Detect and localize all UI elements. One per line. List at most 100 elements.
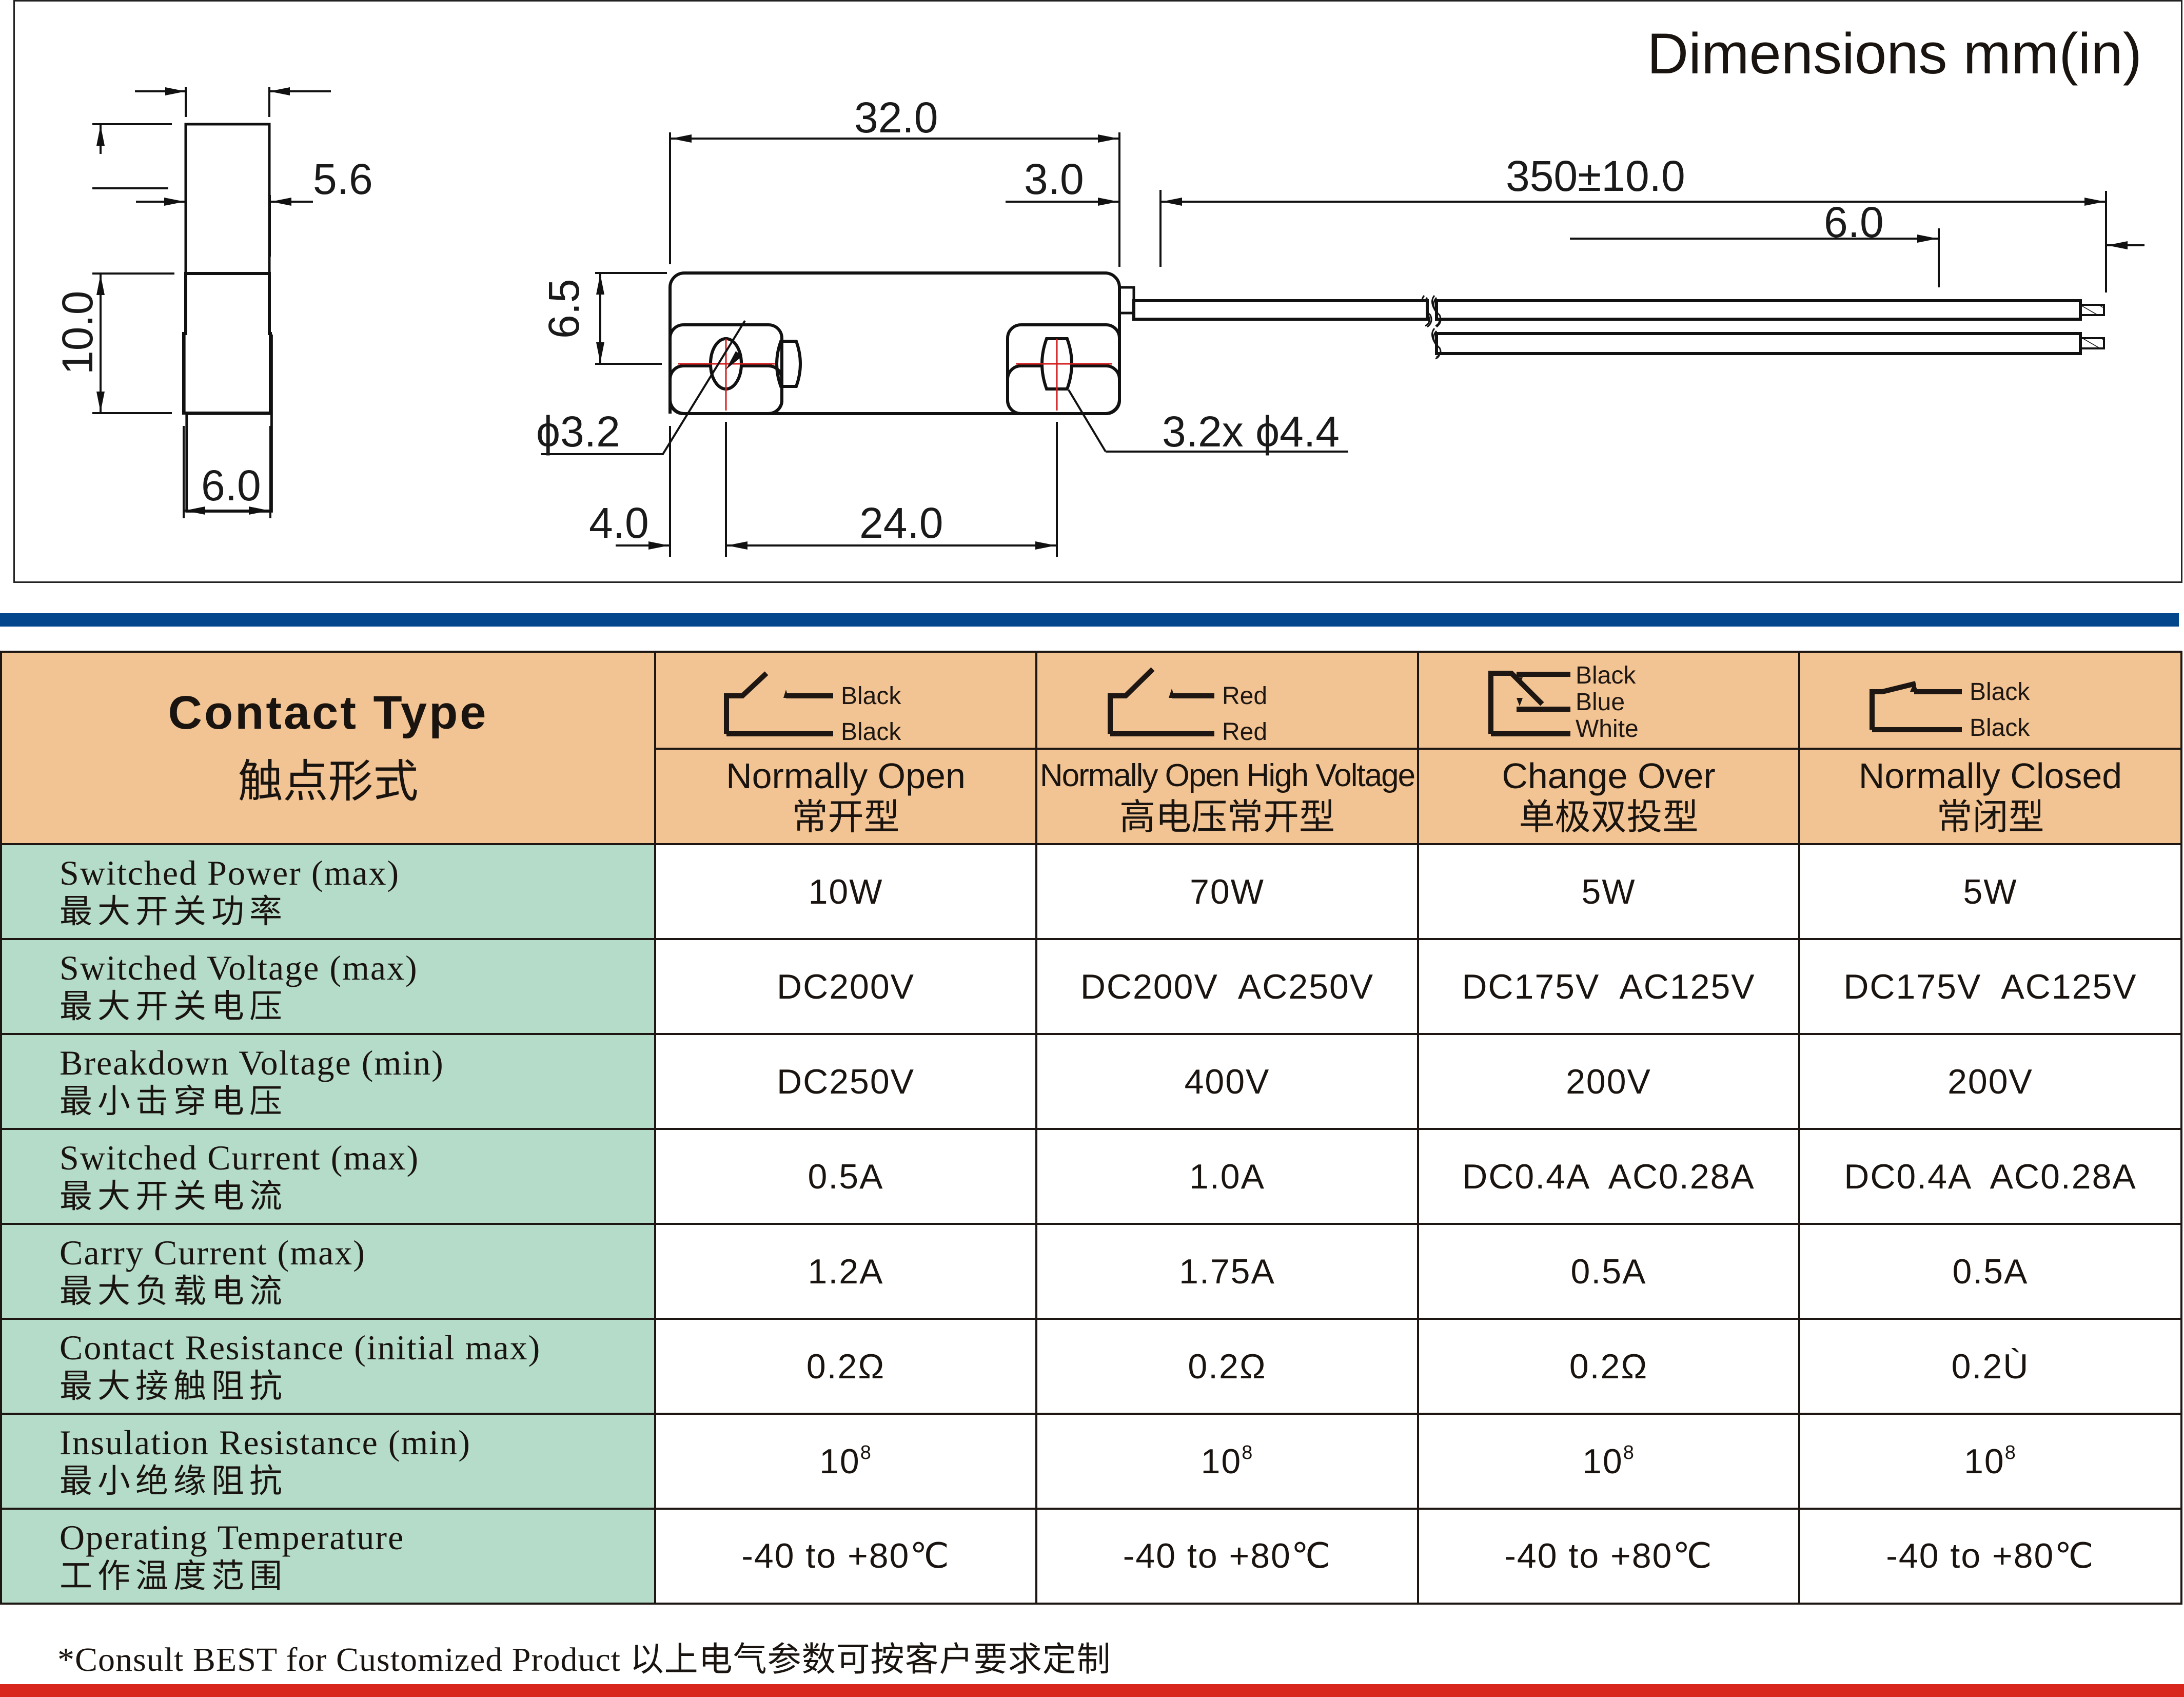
table-cell: 70W (1035, 843, 1419, 940)
normally-open-switch-icon: Red Red (1108, 667, 1267, 746)
front-view-mounting (668, 323, 1121, 415)
cell-exponent: 8 (2004, 1441, 2017, 1464)
wire-label: Red (1222, 718, 1267, 745)
table-cell: DC0.4A AC0.28A (1798, 1128, 2182, 1225)
cell-base: 10 (1201, 1441, 1242, 1481)
table-cell: 200V (1417, 1033, 1800, 1130)
table-cell: DC250V (654, 1033, 1037, 1130)
table-cell: DC175V AC125V (1417, 938, 1800, 1035)
row-label-cn: 最大开关电压 (60, 988, 287, 1025)
symbol-change-over: Black Blue White (1417, 651, 1800, 750)
wire-label: Black (1576, 662, 1636, 689)
table-cell: 1.2A (654, 1223, 1037, 1320)
symbol-normally-open: Black Black (654, 651, 1037, 750)
row-label-en: Carry Current (max) (60, 1233, 366, 1272)
table-row-operating-temperature: Operating Temperature 工作温度范围 -40 to +80℃… (0, 1508, 2182, 1605)
normally-open-switch-icon: Black Black (724, 671, 901, 746)
cell-exponent: 8 (1242, 1441, 1254, 1464)
table-cell: DC175V AC125V (1798, 938, 2182, 1035)
table-cell: 10W (654, 843, 1037, 940)
cell-exponent: 8 (1623, 1441, 1635, 1464)
wire-label: Black (1970, 678, 2030, 706)
dim-overall-length: 32.0 (854, 93, 938, 142)
type-name-en: Normally Open High Voltage (1039, 758, 1415, 793)
table-cell: -40 to +80℃ (1798, 1508, 2182, 1605)
symbol-normally-closed: Black Black (1798, 651, 2182, 750)
type-name-cn: 单极双投型 (1519, 797, 1699, 837)
table-cell: 0.2Ω (654, 1318, 1037, 1415)
dimension-drawing: 5.6 10.0 6.0 (53, 87, 2144, 557)
type-normally-open-high-voltage: Normally Open High Voltage 高电压常开型 (1035, 748, 1419, 845)
type-normally-closed: Normally Closed 常闭型 (1798, 748, 2182, 845)
row-label-cn: 工作温度范围 (60, 1557, 287, 1594)
wire-label: White (1576, 715, 1639, 743)
bottom-divider-bar (0, 1684, 2184, 1697)
symbol-normally-open-high-voltage: Red Red (1035, 651, 1419, 750)
row-label-en: Breakdown Voltage (min) (60, 1043, 444, 1082)
cell-exponent: 8 (860, 1441, 872, 1464)
row-label-en: Switched Voltage (max) (60, 948, 418, 987)
dim-side-width-bottom: 6.0 (201, 461, 261, 510)
row-label: Switched Power (max) 最大开关功率 (0, 843, 656, 940)
type-name-cn: 高电压常开型 (1119, 797, 1335, 837)
type-name-en: Normally Closed (1858, 756, 2122, 796)
row-label-cn: 最小击穿电压 (60, 1083, 287, 1120)
row-label: Switched Voltage (max) 最大开关电压 (0, 938, 656, 1035)
table-cell: 200V (1798, 1033, 2182, 1130)
header-symbol-row: Contact Type 触点形式 Black Black (0, 651, 2182, 845)
dimension-drawing-frame (13, 0, 2182, 583)
row-label: Carry Current (max) 最大负载电流 (0, 1223, 656, 1320)
table-cell: DC200V (654, 938, 1037, 1035)
contact-type-title-en: Contact Type (168, 686, 488, 739)
type-name-en: Normally Open (726, 756, 966, 796)
wire-label: Black (1970, 714, 2030, 742)
dim-hole-offset: 4.0 (589, 499, 649, 547)
table-cell: 0.5A (1798, 1223, 2182, 1320)
table-cell: 0.5A (654, 1128, 1037, 1225)
row-label-en: Switched Power (max) (60, 853, 400, 892)
row-label-en: Switched Current (max) (60, 1138, 420, 1177)
table-row-breakdown-voltage: Breakdown Voltage (min) 最小击穿电压 DC250V 40… (0, 1033, 2182, 1130)
type-name-cn: 常开型 (792, 797, 900, 837)
dimensions-title: Dimensions mm(in) (1647, 22, 2142, 86)
table-cell: 0.5A (1417, 1223, 1800, 1320)
row-label: Operating Temperature 工作温度范围 (0, 1508, 656, 1605)
table-row-insulation-resistance: Insulation Resistance (min) 最小绝缘阻抗 108 1… (0, 1413, 2182, 1510)
table-cell: DC0.4A AC0.28A (1417, 1128, 1800, 1225)
table-cell: 5W (1798, 843, 2182, 940)
contact-type-heading: Contact Type 触点形式 (0, 651, 656, 845)
wire-label: Black (841, 718, 901, 745)
row-label: Insulation Resistance (min) 最小绝缘阻抗 (0, 1413, 656, 1510)
cell-base: 10 (1582, 1441, 1623, 1481)
type-name-cn: 常闭型 (1936, 797, 2044, 837)
table-cell: 5W (1417, 843, 1800, 940)
change-over-switch-icon: Black Blue White (1488, 662, 1639, 743)
table-cell: 400V (1035, 1033, 1419, 1130)
table-cell: 0.2Ω (1035, 1318, 1419, 1415)
dim-lead-length: 350±10.0 (1506, 152, 1685, 200)
row-label-cn: 最大接触阻抗 (60, 1368, 287, 1405)
table-row-switched-voltage: Switched Voltage (max) 最大开关电压 DC200V DC2… (0, 938, 2182, 1035)
table-row-switched-power: Switched Power (max) 最大开关功率 10W 70W 5W 5… (0, 843, 2182, 940)
cell-base: 10 (1964, 1441, 2005, 1481)
row-label-cn: 最大负载电流 (60, 1273, 287, 1310)
contact-type-title-cn: 触点形式 (238, 755, 419, 807)
wire-label: Blue (1576, 689, 1625, 716)
dim-side-height: 10.0 (53, 291, 102, 375)
front-view-dimensions (541, 132, 2144, 557)
table-row-contact-resistance: Contact Resistance (initial max) 最大接触阻抗 … (0, 1318, 2182, 1415)
table-cell: 1.0A (1035, 1128, 1419, 1225)
normally-closed-switch-icon: Black Black (1870, 678, 2030, 742)
table-cell: 0.2Ù (1798, 1318, 2182, 1415)
top-divider-bar (0, 613, 2179, 627)
dim-side-width-top: 5.6 (313, 155, 373, 203)
table-cell: -40 to +80℃ (1035, 1508, 1419, 1605)
table-cell: -40 to +80℃ (654, 1508, 1037, 1605)
wire-label: Red (1222, 682, 1267, 710)
table-cell: -40 to +80℃ (1417, 1508, 1800, 1605)
cell-base: 10 (819, 1441, 860, 1481)
dim-hole-diameter: ϕ3.2 (536, 407, 620, 456)
table-cell: 108 (1798, 1413, 2182, 1510)
row-label-cn: 最小绝缘阻抗 (60, 1462, 287, 1499)
table-cell: 0.2Ω (1417, 1318, 1800, 1415)
